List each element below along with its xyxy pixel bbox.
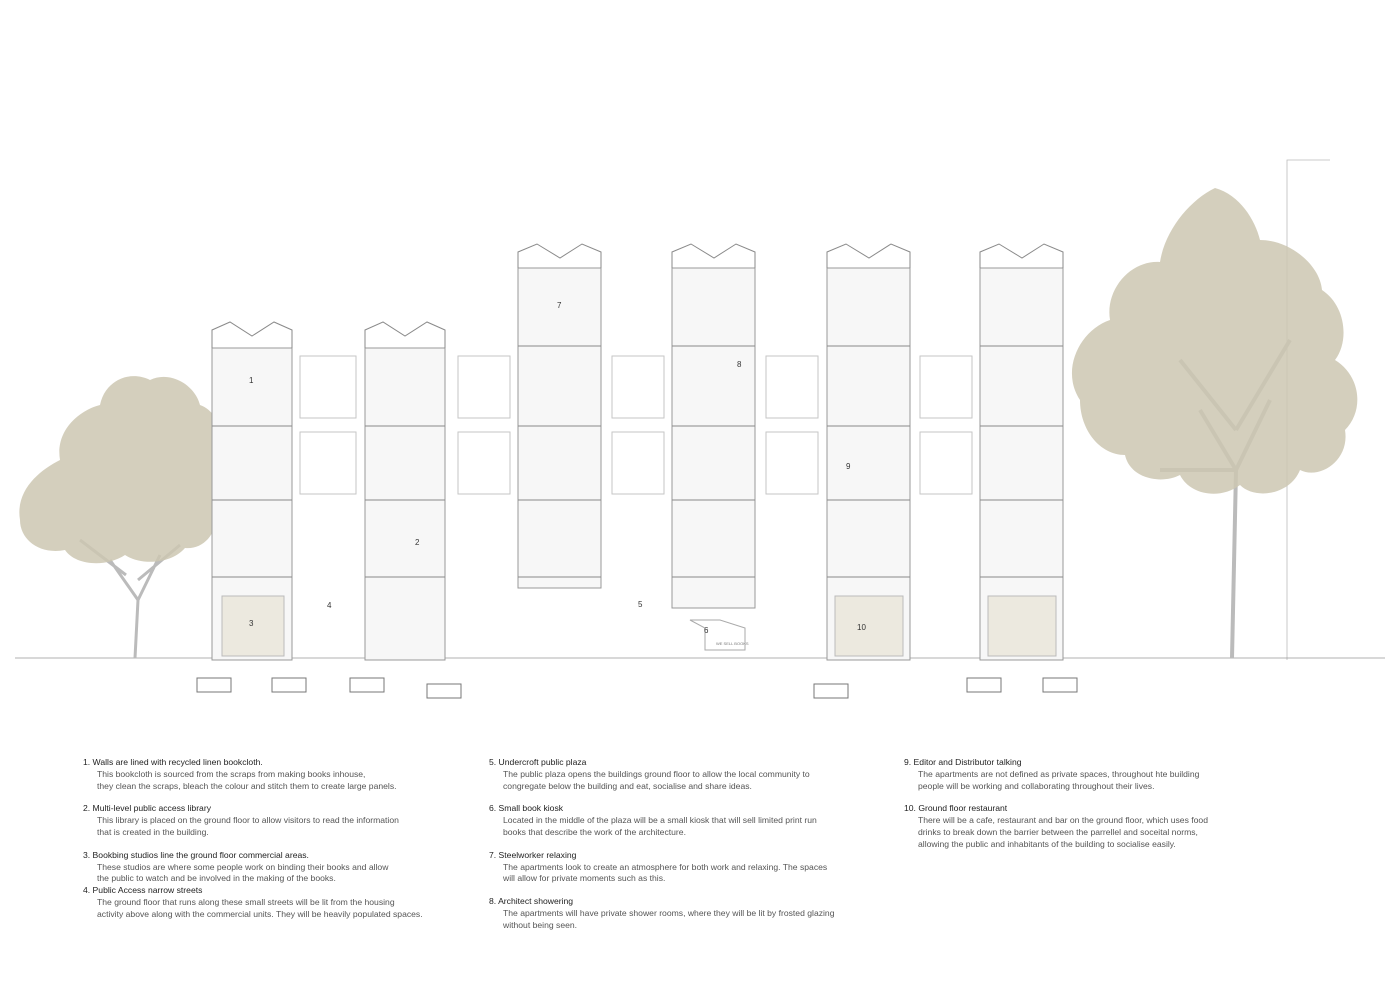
building-section [196,243,1078,699]
section-label: 1 [249,376,254,385]
tall-bay-1 [517,243,602,589]
tall-bay-2 [671,243,756,651]
note-body: The apartments are not defined as privat… [918,768,1200,791]
section-label: 3 [249,619,254,628]
right-tree-canopy [1071,188,1358,494]
note-title: 8. Architect showering [489,896,574,907]
note-body: The apartments look to create an atmosph… [503,861,828,884]
left-tree-trunk [79,538,181,659]
section-label: 8 [737,360,742,369]
section-label: 7 [557,301,562,310]
note-body: These studios are where some people work… [97,861,389,884]
note-item: 9. Editor and Distributor talking The ap… [904,757,1244,792]
note-body: There will be a cafe, restaurant and bar… [918,815,1208,849]
section-label: 9 [846,462,851,471]
note-item: 2. Multi-level public access library Thi… [83,803,463,838]
note-title: 9. Editor and Distributor talking [904,757,1022,767]
section-label: 2 [415,538,420,547]
left-tree-canopy [19,376,228,564]
glazed-facades [299,355,973,495]
note-item: 7. Steelworker relaxing The apartments l… [489,850,879,885]
section-label: 10 [857,623,866,632]
short-bay-2 [364,321,446,661]
note-title: 4. Public Access narrow streets [83,885,203,896]
note-title: 2. Multi-level public access library [83,803,211,814]
notes-column-3: 9. Editor and Distributor talking The ap… [904,757,1244,862]
kiosk-sign: WE SELL BOOKS [716,641,749,646]
note-body: This bookcloth is sourced from the scrap… [97,768,397,791]
note-title: 3. Bookbing studios line the ground floo… [83,849,309,860]
note-item: 10. Ground floor restaurant There will b… [904,803,1244,850]
note-item: 6. Small book kiosk Located in the middl… [489,803,879,838]
note-item: 5. Undercroft public plaza The public pl… [489,757,879,792]
note-item: 4. Public Access narrow streets The grou… [83,885,463,920]
foundations [196,677,1078,699]
note-title: 7. Steelworker relaxing [489,849,577,860]
note-body: This library is placed on the ground flo… [97,815,399,837]
note-item: 8. Architect showering The apartments wi… [489,896,879,931]
note-item: 3. Bookbing studios line the ground floo… [83,850,463,885]
note-body: The ground floor that runs along these s… [97,896,423,919]
note-item: 1. Walls are lined with recycled linen b… [83,757,463,792]
section-label: 4 [327,601,332,610]
architectural-section-drawing: 1 2 3 4 5 6 7 8 9 10 WE SELL BOOKS [15,159,1385,699]
right-tree [1071,188,1358,659]
section-labels: 1 2 3 4 5 6 7 8 9 10 WE SELL BOOKS [249,301,866,646]
note-body: Located in the middle of the plaza will … [503,815,817,837]
short-bay-1 [211,321,293,661]
left-tree [19,376,228,659]
section-label: 6 [704,626,709,635]
notes-column-2: 5. Undercroft public plaza The public pl… [489,757,879,943]
section-label: 5 [638,600,643,609]
note-body: The apartments will have private shower … [503,907,835,930]
tall-bay-4 [979,243,1064,661]
tall-bay-3 [826,243,911,661]
note-title: 5. Undercroft public plaza [489,757,587,767]
neighbour-building-outline [1286,159,1330,660]
notes-column-1: 1. Walls are lined with recycled linen b… [83,757,463,932]
note-title: 1. Walls are lined with recycled linen b… [83,757,263,767]
note-body: The public plaza opens the buildings gro… [503,768,810,791]
note-title: 10. Ground floor restaurant [904,803,1008,814]
note-title: 6. Small book kiosk [489,803,564,814]
